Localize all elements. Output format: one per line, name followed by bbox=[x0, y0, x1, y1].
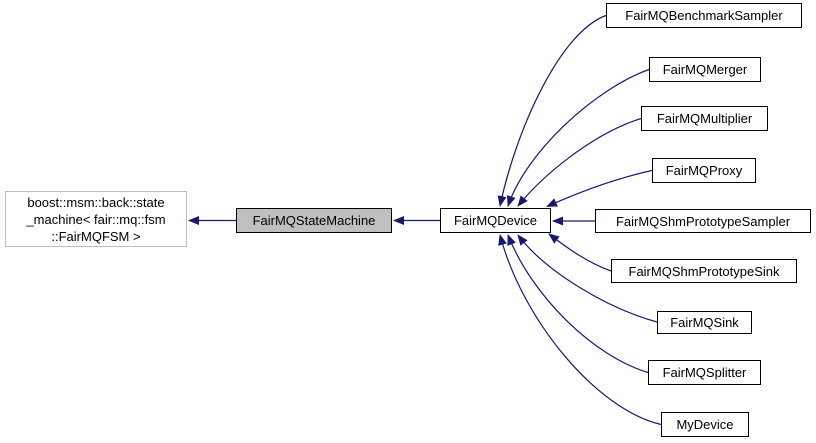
inheritance-arrow-merger-to-device bbox=[506, 68, 650, 207]
class-node-label: FairMQProxy bbox=[665, 163, 743, 178]
inheritance-arrow-bench-to-device bbox=[497, 14, 607, 207]
class-node-fairmqshmprototypesampler[interactable]: FairMQShmPrototypeSampler bbox=[595, 209, 811, 233]
class-node-label: boost::msm::back::state _machine< fair::… bbox=[26, 194, 166, 244]
class-node-fairmqmultiplier[interactable]: FairMQMultiplier bbox=[641, 106, 768, 131]
class-node-fairmqmerger[interactable]: FairMQMerger bbox=[649, 57, 761, 82]
class-node-label: FairMQMultiplier bbox=[656, 111, 753, 126]
class-node-fairmqproxy[interactable]: FairMQProxy bbox=[652, 158, 756, 183]
inheritance-arrow-multiplier-to-device bbox=[517, 117, 642, 207]
class-node-fairmqsplitter[interactable]: FairMQSplitter bbox=[648, 360, 761, 385]
class-node-boost-msm-state-machine: boost::msm::back::state _machine< fair::… bbox=[5, 191, 187, 247]
class-node-label: FairMQShmPrototypeSink bbox=[628, 263, 780, 279]
class-node-label: FairMQSplitter bbox=[662, 365, 747, 380]
class-node-label: FairMQStateMachine bbox=[252, 213, 376, 228]
class-node-label: FairMQSink bbox=[670, 315, 739, 330]
class-node-fairmqbenchmarksampler[interactable]: FairMQBenchmarkSampler bbox=[606, 3, 802, 28]
class-node-label: FairMQDevice bbox=[453, 213, 538, 228]
inheritance-arrow-proxy-to-device bbox=[546, 169, 653, 208]
class-node-label: FairMQMerger bbox=[662, 62, 748, 77]
class-node-fairmqdevice[interactable]: FairMQDevice bbox=[440, 208, 551, 233]
inheritance-arrow-shmsink-to-device bbox=[548, 233, 612, 272]
class-node-fairmqsink[interactable]: FairMQSink bbox=[657, 311, 752, 334]
inheritance-arrow-splitter-to-device bbox=[507, 234, 649, 374]
class-node-label: FairMQBenchmarkSampler bbox=[625, 8, 783, 23]
class-node-mydevice[interactable]: MyDevice bbox=[661, 412, 749, 437]
class-node-fairmqstatemachine: FairMQStateMachine bbox=[236, 208, 392, 233]
class-node-label: FairMQShmPrototypeSampler bbox=[615, 213, 791, 229]
class-node-label: MyDevice bbox=[676, 417, 734, 432]
class-node-fairmqshmprototypesink[interactable]: FairMQShmPrototypeSink bbox=[611, 259, 797, 283]
